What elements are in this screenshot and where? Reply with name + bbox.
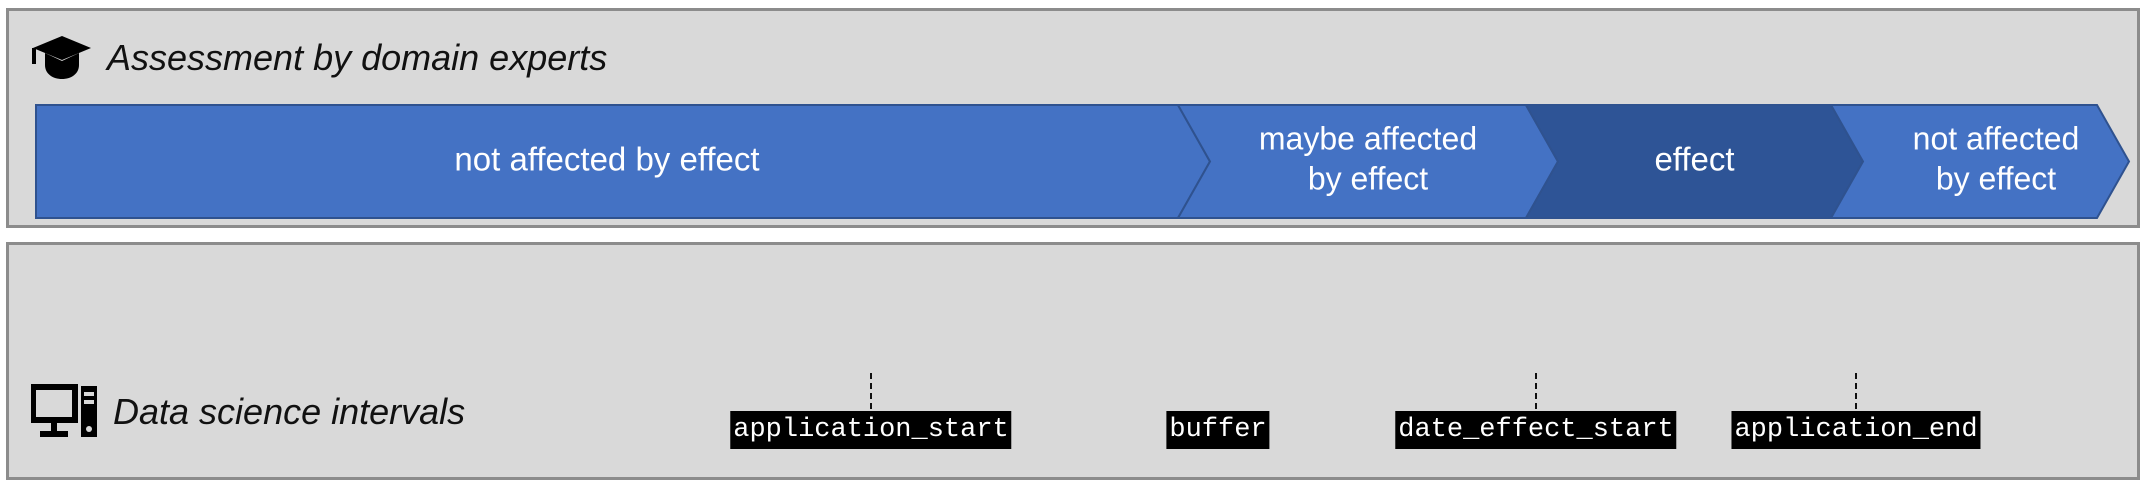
arrow-segment-label: effect — [1654, 140, 1734, 177]
header-label-datascience: Data science intervals — [113, 391, 466, 432]
panel-assessment-by-domain-experts: Assessment by domain experts not affecte… — [6, 8, 2140, 228]
header-assessment-by-domain-experts: Assessment by domain experts — [31, 25, 607, 91]
marker-leader-line — [1535, 373, 1537, 409]
panel-data-science-intervals: trainingreferencebuffereffecttraining(op… — [6, 242, 2140, 480]
graduation-cap-icon — [31, 34, 93, 82]
marker-leader-line — [870, 373, 872, 409]
header-data-science-intervals: Data science intervals — [30, 377, 466, 447]
arrow-segment-label: not affected by effect — [454, 140, 759, 177]
header-label-experts: Assessment by domain experts — [107, 37, 608, 78]
desktop-computer-icon — [30, 384, 99, 440]
interval-marker-tag: buffer — [1166, 411, 1270, 449]
interval-marker-tag: application_start — [730, 411, 1012, 449]
interval-marker-tag: application_end — [1731, 411, 1981, 449]
marker-leader-line — [1855, 373, 1857, 409]
interval-marker-tag: date_effect_start — [1395, 411, 1677, 449]
arrow-segment — [1831, 105, 2129, 218]
